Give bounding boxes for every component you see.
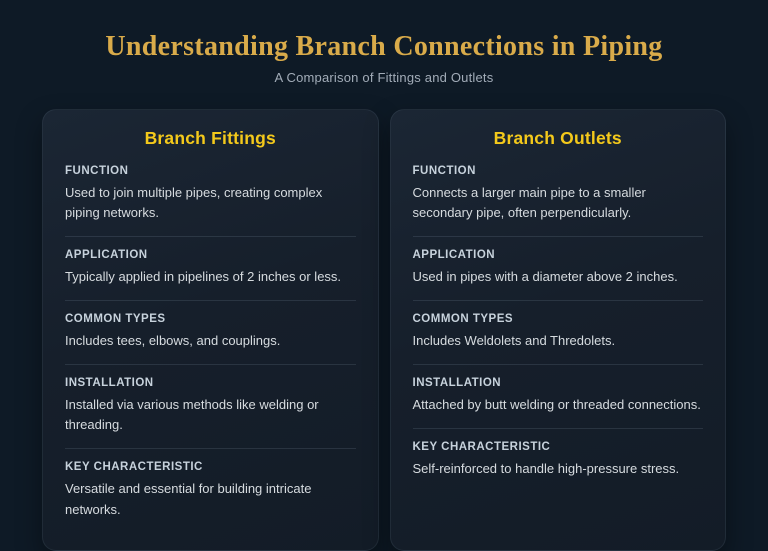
card-section: FUNCTION Connects a larger main pipe to … bbox=[413, 165, 704, 223]
section-label: INSTALLATION bbox=[412, 377, 502, 390]
section-text: Includes tees, elbows, and couplings. bbox=[65, 333, 281, 349]
section-text: Used in pipes with a diameter above 2 in… bbox=[412, 268, 678, 284]
section-label: KEY CHARACTERISTIC bbox=[412, 441, 551, 454]
card-section: APPLICATION Typically applied in pipelin… bbox=[65, 235, 356, 287]
card-title: Branch Outlets bbox=[493, 127, 622, 148]
card-section: KEY CHARACTERISTIC Versatile and essenti… bbox=[65, 448, 356, 519]
section-text: Versatile and essential for building int… bbox=[65, 481, 312, 517]
section-label: KEY CHARACTERISTIC bbox=[65, 461, 203, 474]
card-section: INSTALLATION Installed via various metho… bbox=[65, 364, 356, 435]
section-text: Connects a larger main pipe to a smaller… bbox=[412, 184, 646, 220]
section-text: Self-reinforced to handle high-pressure … bbox=[412, 461, 680, 477]
section-label: FUNCTION bbox=[65, 164, 129, 177]
card-section: COMMON TYPES Includes tees, elbows, and … bbox=[65, 300, 356, 351]
page-header: Understanding Branch Connections in Pipi… bbox=[0, 0, 768, 85]
section-label: COMMON TYPES bbox=[65, 313, 166, 326]
section-text: Used to join multiple pipes, creating co… bbox=[65, 184, 323, 220]
comparison-cards: Branch Fittings FUNCTION Used to join mu… bbox=[0, 108, 768, 551]
section-text: Attached by butt welding or threaded con… bbox=[412, 397, 701, 413]
section-label: FUNCTION bbox=[412, 164, 476, 177]
card-section: KEY CHARACTERISTIC Self-reinforced to ha… bbox=[412, 428, 703, 479]
card-title: Branch Fittings bbox=[144, 127, 276, 148]
section-text: Includes Weldolets and Thredolets. bbox=[412, 333, 616, 349]
section-label: APPLICATION bbox=[412, 248, 496, 261]
page-subtitle: A Comparison of Fittings and Outlets bbox=[274, 69, 494, 85]
section-text: Installed via various methods like weldi… bbox=[65, 397, 319, 433]
card-sections: FUNCTION Used to join multiple pipes, cr… bbox=[65, 165, 356, 520]
section-label: APPLICATION bbox=[65, 248, 148, 261]
card-section: INSTALLATION Attached by butt welding or… bbox=[412, 364, 703, 415]
card-section: FUNCTION Used to join multiple pipes, cr… bbox=[65, 165, 356, 223]
page-title: Understanding Branch Connections in Pipi… bbox=[105, 31, 663, 62]
card: Branch Fittings FUNCTION Used to join mu… bbox=[42, 108, 379, 551]
section-label: COMMON TYPES bbox=[412, 313, 514, 326]
section-text: Typically applied in pipelines of 2 inch… bbox=[65, 268, 342, 284]
section-label: INSTALLATION bbox=[65, 377, 154, 390]
card: Branch Outlets FUNCTION Connects a large… bbox=[389, 108, 726, 551]
card-section: COMMON TYPES Includes Weldolets and Thre… bbox=[412, 300, 703, 351]
card-sections: FUNCTION Connects a larger main pipe to … bbox=[412, 165, 704, 480]
card-section: APPLICATION Used in pipes with a diamete… bbox=[412, 235, 703, 287]
